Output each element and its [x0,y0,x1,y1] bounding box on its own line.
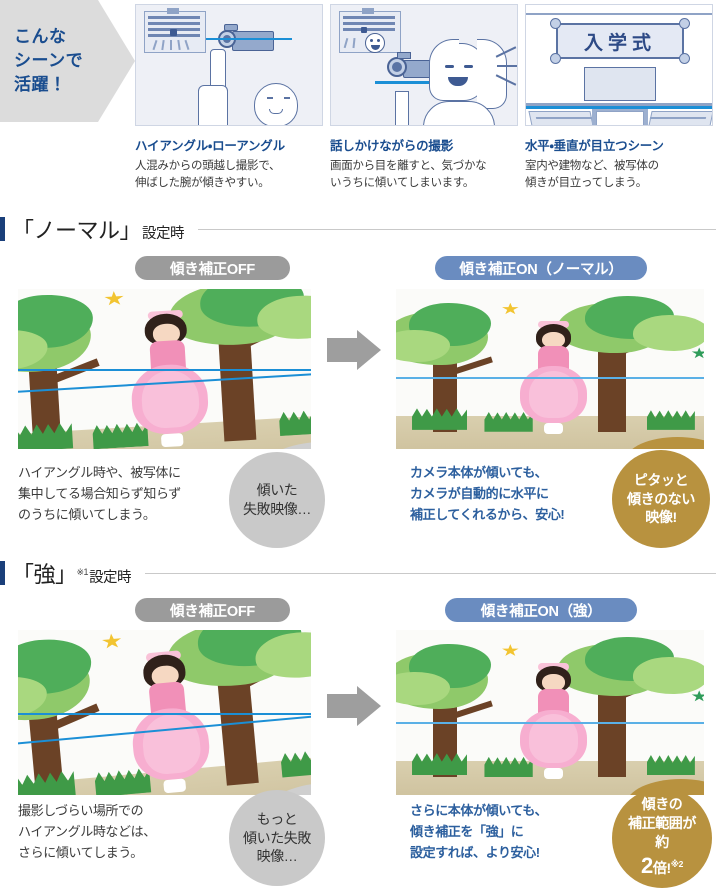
scene-card-talking: 話しかけながらの撮影 画面から目を離すと、気づかな いうちに傾いてしまいます。 [330,4,518,192]
bubble-strong-on-big: 2 [641,853,653,879]
scene-title: 水平・垂直が目立つシーン [525,139,664,153]
scene-strip: こんな シーンで 活躍！ [0,0,722,196]
caption-strong-off: 撮影しづらい場所での ハイアングル時などは、 さらに傾いてしまう。 [18,803,156,861]
caption-normal-off: ハイアングル時や、被写体に 集中してる場合知らず知らず のうちに傾いてしまう。 [18,465,181,523]
scene-desc: 室内や建物など、被写体の 傾きが目立ってしまう。 [525,160,659,190]
level-line [396,377,704,379]
scene-tag: こんな シーンで 活躍！ [0,0,135,122]
bubble-normal-off: 傾いた 失敗映像… [229,452,325,548]
caption-strong-on: さらに本体が傾いても、 傾き補正を「強」に 設定すれば、より安心! [410,803,548,861]
strong-off-photo [18,630,311,795]
scene-tag-arrow-shape: こんな シーンで 活躍！ [0,0,135,122]
strong-on-photo [396,630,704,795]
heading-title: 「ノーマル」設定時 [12,213,185,245]
scene-desc: 画面から目を離すと、気づかな いうちに傾いてしまいます。 [330,160,487,190]
normal-off-photo [18,289,311,449]
talking-while-shooting-illustration [330,4,518,126]
heading-quoted: 「ノーマル」 [12,218,142,243]
badge-tilt-on-strong: 傾き補正ON（強） [445,598,637,622]
scene-card-high-low-angle: ハイアングル・ローアングル 人混みからの頭越し撮影で、 伸ばした腕が傾きやすい。 [135,4,323,192]
section-heading-normal: 「ノーマル」設定時 [0,212,722,246]
heading-rule [145,572,716,574]
heading-rule [198,228,716,230]
scene-title: 話しかけながらの撮影 [330,139,454,153]
caption-normal-on: カメラ本体が傾いても、 カメラが自動的に水平に 補正してくれるから、安心! [410,465,565,523]
bubble-strong-on-post: 倍! [652,860,671,877]
scene-cards: ハイアングル・ローアングル 人混みからの頭越し撮影で、 伸ばした腕が傾きやすい。 [135,0,722,192]
scene-desc: 人混みからの頭越し撮影で、 伸ばした腕が傾きやすい。 [135,160,281,190]
heading-accent-bar [0,561,5,585]
heading-rest: 設定時 [89,570,132,586]
tilt-line [18,369,311,371]
bubble-strong-on-pre: 傾きの 補正範囲が 約 [628,795,696,850]
bubble-strong-on-footnote: ※2 [670,859,684,870]
badge-tilt-off-strong: 傾き補正OFF [135,598,290,622]
bubble-strong-off: もっと 傾いた失敗 映像… [229,790,325,886]
tilt-line [18,712,311,715]
scene-tag-label: こんな シーンで 活躍！ [14,26,84,95]
scene-card-horizontal-vertical: 入学式 [525,4,713,192]
heading-footnote-mark: ※1 [76,567,89,577]
right-arrow [327,330,381,382]
banner-text: 入学式 [583,32,656,54]
heading-accent-bar [0,217,5,241]
badge-tilt-off-normal: 傾き補正OFF [135,256,290,280]
high-low-angle-illustration [135,4,323,126]
horizontal-vertical-scene-illustration: 入学式 [525,4,713,126]
level-line [396,722,704,725]
scene-title: ハイアングル・ローアングル [135,139,285,153]
heading-quoted: 「強」 [12,562,77,587]
right-arrow [327,686,381,738]
normal-on-photo [396,289,704,449]
badge-tilt-on-normal: 傾き補正ON（ノーマル） [435,256,647,280]
heading-rest: 設定時 [142,226,185,242]
bubble-normal-on: ピタッと 傾きのない 映像! [612,450,710,548]
